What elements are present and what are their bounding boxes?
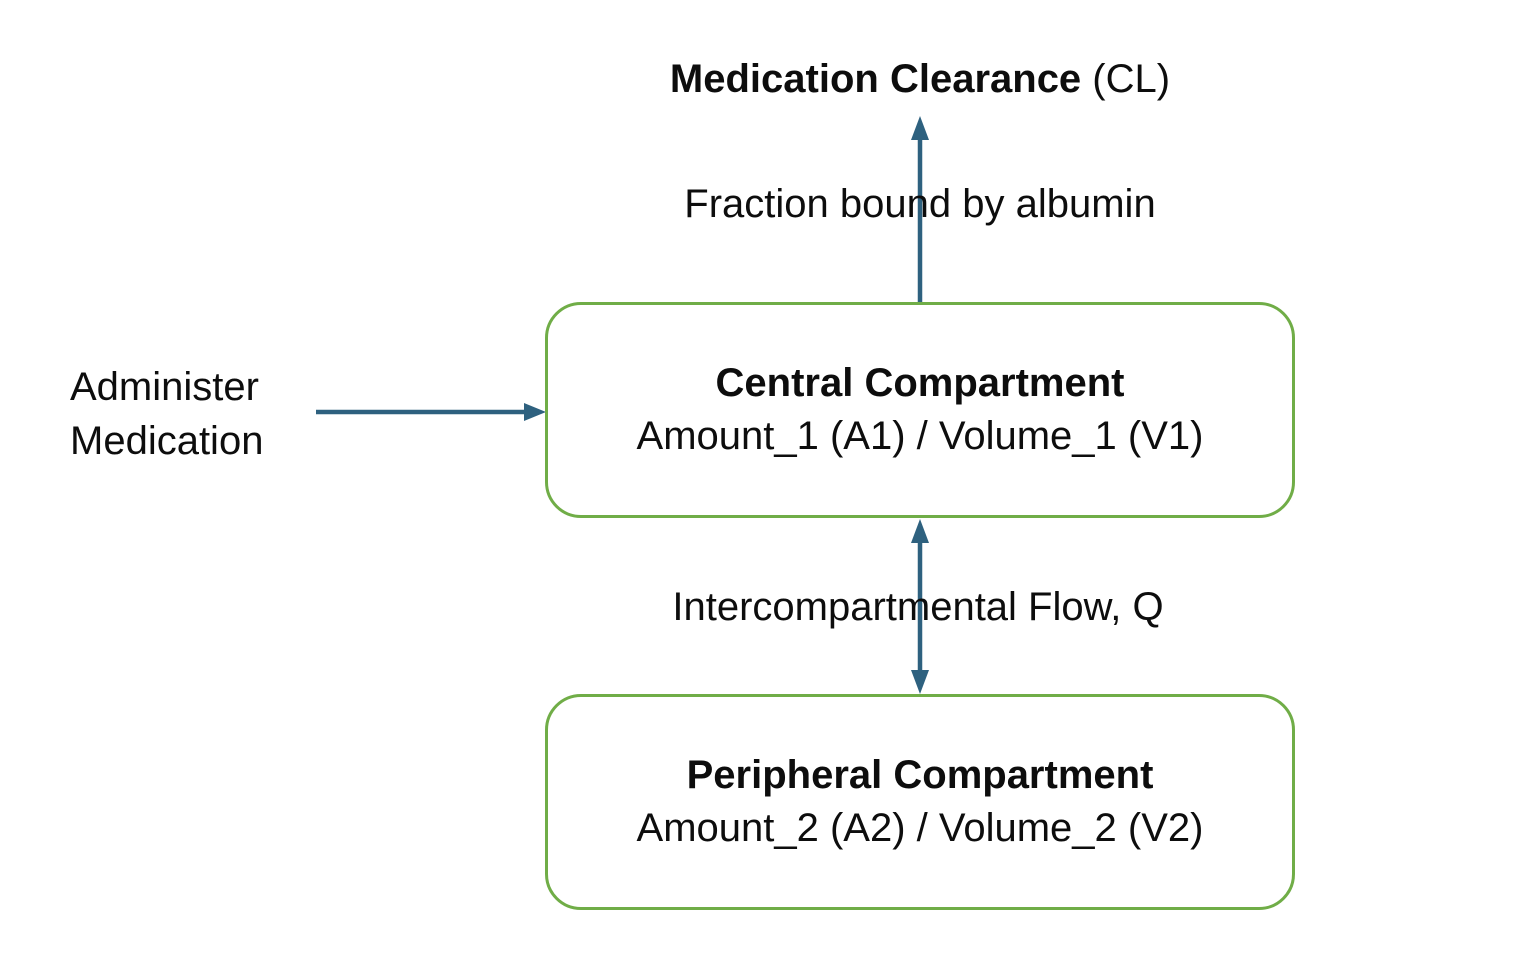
administer-medication-label-line2: Medication xyxy=(70,419,264,463)
diagram-title-bold: Medication Clearance xyxy=(669,57,1082,101)
central-compartment-box: Central Compartment Amount_1 (A1) / Volu… xyxy=(545,302,1295,518)
peripheral-compartment-title: Peripheral Compartment xyxy=(686,753,1154,797)
medication-clearance-arrow xyxy=(911,116,929,302)
peripheral-compartment-subtitle: Amount_2 (A2) / Volume_2 (V2) xyxy=(636,806,1204,850)
flow-arrowhead-up-icon xyxy=(911,519,929,543)
flow-arrowhead-down-icon xyxy=(911,670,929,694)
intercompartmental-flow-arrow xyxy=(911,519,929,694)
administer-medication-label: Administer Medication xyxy=(70,360,263,468)
clearance-arrowhead-up-icon xyxy=(911,116,929,140)
central-compartment-subtitle: Amount_1 (A1) / Volume_1 (V1) xyxy=(636,414,1204,458)
diagram-title-suffix: (CL) xyxy=(1081,57,1171,101)
peripheral-compartment-box: Peripheral Compartment Amount_2 (A2) / V… xyxy=(545,694,1295,910)
diagram-title: Medication Clearance (CL) xyxy=(670,57,1170,102)
central-compartment-title: Central Compartment xyxy=(715,361,1125,405)
intercompartmental-flow-label: Intercompartmental Flow, Q xyxy=(672,585,1164,629)
administer-arrowhead-right-icon xyxy=(524,403,546,421)
fraction-bound-label: Fraction bound by albumin xyxy=(684,182,1156,226)
administer-medication-arrow xyxy=(316,403,546,421)
administer-medication-label-line1: Administer xyxy=(70,365,259,409)
